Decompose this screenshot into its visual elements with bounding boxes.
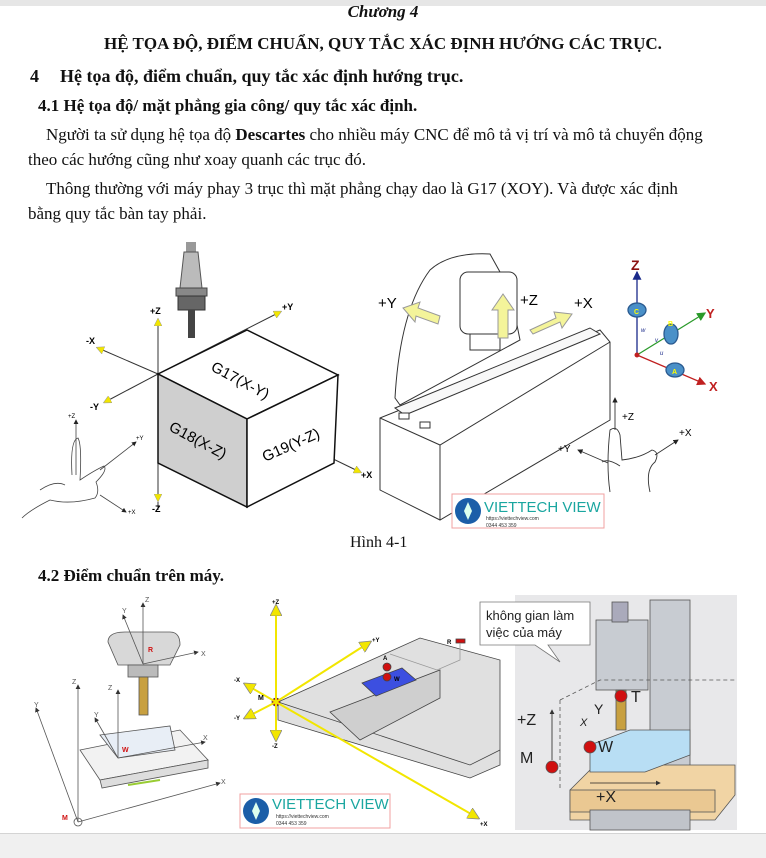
axis-label-x: X (709, 379, 718, 394)
rotation-axes-diagram (627, 270, 707, 386)
axis-label: -X (86, 336, 95, 346)
axis-label: Y (34, 702, 39, 709)
paragraph-2-line-2: bằng quy tắc bàn tay phải. (28, 204, 207, 223)
chapter-title: HỆ TỌA ĐỘ, ĐIỂM CHUẨN, QUY TẮC XÁC ĐỊNH … (104, 34, 662, 53)
viettech-watermark: VIETTECH VIEW https://viettechview.com 0… (451, 493, 605, 529)
point-w: W (122, 747, 129, 754)
point-t: T (631, 689, 641, 706)
watermark-phone: 0344 453 359 (486, 523, 517, 529)
point-r: R (447, 640, 452, 646)
axis-sub-u: u (660, 351, 664, 357)
figure-4-1: +Z +Y -X -Y -Z +X G17(X-Y) G18(X-Z) G19(… (21, 242, 718, 529)
axis-sub-w: w (641, 328, 646, 334)
axis-label: +X (596, 789, 616, 806)
axis-label: Z (72, 679, 77, 686)
axis-label: -X (234, 678, 240, 684)
callout-text-line-2: việc của máy (486, 625, 562, 640)
section-heading: 4 Hệ tọa độ, điểm chuẩn, quy tắc xác định… (30, 66, 463, 87)
point-m: M (62, 815, 68, 822)
rotation-label-b: B (668, 321, 673, 328)
axis-label: +X (480, 822, 488, 828)
point-w: W (394, 677, 400, 683)
watermark-url: https://viettechview.com (276, 814, 329, 820)
watermark-brand: VIETTECH VIEW (484, 499, 602, 516)
point-a: A (383, 656, 388, 662)
bold-term: Descartes (235, 125, 306, 144)
point-m: M (520, 750, 533, 767)
rotation-label-a: A (672, 369, 677, 376)
axis-label: -Y (234, 716, 240, 722)
figure-caption: Hình 4-1 (350, 534, 408, 551)
axis-sub-v: v (655, 338, 659, 344)
axis-label: +X (128, 510, 136, 516)
paragraph-1-line-2: theo các hướng cũng như xoay quanh các t… (28, 150, 367, 169)
axis-label: X (579, 717, 588, 729)
axis-label: Z (145, 597, 150, 604)
watermark-brand: VIETTECH VIEW (272, 796, 390, 813)
axis-label: +Z (622, 412, 634, 423)
callout-text-line-1: không gian làm (486, 608, 574, 623)
text: cho nhiều máy CNC để mô tả vị trí và mô … (305, 125, 703, 144)
machine-workspace-drawing (479, 595, 737, 831)
figure-reference-points: Z Y X R Z Y Z Y X W X M +Z +Y -X -Y -Z +… (34, 595, 737, 831)
axis-label: +Y (282, 302, 293, 312)
axis-label: -Z (152, 504, 161, 514)
section-number: 4 (30, 66, 39, 86)
axis-label: +X (574, 295, 593, 312)
axis-label: +Z (150, 306, 161, 316)
middle-axes (245, 606, 478, 818)
watermark-url: https://viettechview.com (486, 516, 539, 522)
axis-label: X (221, 779, 226, 786)
plane-cube (156, 329, 340, 509)
axis-label: Z (108, 685, 113, 692)
chapter-label: Chương 4 (347, 2, 419, 21)
axis-label: +Y (372, 638, 380, 644)
axis-label: X (201, 651, 206, 658)
section-title: Hệ tọa độ, điểm chuẩn, quy tắc xác định … (60, 66, 464, 86)
watermark-phone: 0344 453 359 (276, 821, 307, 827)
axis-label-y: Y (706, 306, 715, 321)
axis-label: Y (122, 608, 127, 615)
axis-label: +Z (517, 712, 536, 729)
machine-table-drawing (35, 602, 221, 827)
axis-label: +Y (378, 295, 397, 312)
axis-label: Y (94, 712, 99, 719)
machine-direction-arrows (402, 293, 573, 339)
paragraph-2-line-1: Thông thường với máy phay 3 trục thì mặt… (46, 179, 678, 198)
axis-label: +Y (136, 436, 144, 442)
axis-label: X (203, 735, 208, 742)
text: Người ta sử dụng hệ tọa độ (46, 125, 236, 144)
axis-label: +Z (520, 292, 538, 309)
axis-label: +Y (558, 444, 571, 455)
right-hand-rule-left (21, 419, 137, 519)
viettech-watermark-2: VIETTECH VIEW https://viettechview.com 0… (239, 793, 391, 829)
axis-label: +X (361, 470, 372, 480)
vise-table-drawing (271, 637, 501, 779)
bottom-page-gap (0, 833, 766, 858)
axis-label-z: Z (631, 257, 640, 273)
point-r: R (148, 647, 153, 654)
axis-label: +X (679, 428, 692, 439)
tool-holder-icon (175, 242, 208, 338)
axis-label: -Y (90, 402, 99, 412)
paragraph-1-line-1: Người ta sử dụng hệ tọa độ Descartes cho… (46, 125, 703, 145)
axis-label: Y (594, 701, 604, 717)
rotation-label-c: C (634, 309, 639, 316)
subsection-heading-4-2: 4.2 Điểm chuẩn trên máy. (38, 566, 225, 585)
milling-machine-drawing (379, 253, 611, 521)
axis-label: +Z (272, 600, 280, 606)
axis-label: +Z (68, 414, 76, 420)
right-hand-rule-right (577, 397, 679, 493)
point-m: M (258, 695, 264, 702)
subsection-heading-4-1: 4.1 Hệ tọa độ/ mặt phẳng gia công/ quy t… (38, 96, 418, 115)
axis-label: -Z (272, 744, 278, 750)
top-scroll-gap (0, 0, 766, 6)
point-w: W (598, 739, 614, 756)
